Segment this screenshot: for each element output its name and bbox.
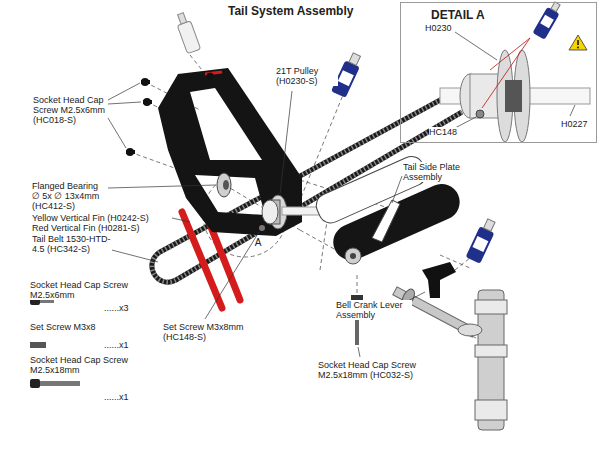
detail-heading: DETAIL A bbox=[431, 8, 485, 22]
part-number: HC148 bbox=[429, 127, 457, 138]
callout-label: Flanged Bearing ∅ 5x ∅ 13x4mm (HC412-S) bbox=[32, 181, 106, 211]
callout-label: Bell Crank Lever Assembly bbox=[336, 300, 412, 320]
callout-label: Socket Head Cap Screw M2.5x6mm (HC018-S) bbox=[33, 95, 107, 125]
parts-quantity: ......x1 bbox=[104, 340, 144, 350]
callout-label: Yellow Vertical Fin (H0242-S) bbox=[32, 213, 172, 223]
diagram-title: Tail System Assembly bbox=[228, 4, 353, 18]
parts-quantity: ......x3 bbox=[104, 303, 144, 313]
parts-list-item: Set Screw M3x8 bbox=[30, 322, 140, 332]
callout-label: Set Screw M3x8mm (HC148-S) bbox=[163, 322, 255, 342]
parts-list-item: Socket Head Cap Screw M2.5x18mm bbox=[30, 355, 140, 375]
part-number: H0230 bbox=[425, 23, 452, 34]
part-number: H0227 bbox=[561, 119, 588, 130]
callout-label: Red Vertical Fin (H0281-S) bbox=[32, 223, 172, 233]
callout-label: Tail Side Plate Assembly bbox=[403, 162, 479, 182]
detail-box: DETAIL AH0230H0227HC148 bbox=[400, 2, 597, 143]
detail-marker: A bbox=[253, 238, 263, 248]
callout-label: Tail Belt 1530-HTD-4.5 (HC342-S) bbox=[32, 234, 112, 254]
callout-label: Socket Head Cap Screw M2.5x18mm (HC032-S… bbox=[318, 360, 430, 380]
callout-label: 21T Pulley (H0230-S) bbox=[276, 66, 338, 86]
parts-list-item: Socket Head Cap Screw M2.5x6mm bbox=[30, 280, 140, 300]
parts-quantity: ......x1 bbox=[104, 392, 144, 402]
